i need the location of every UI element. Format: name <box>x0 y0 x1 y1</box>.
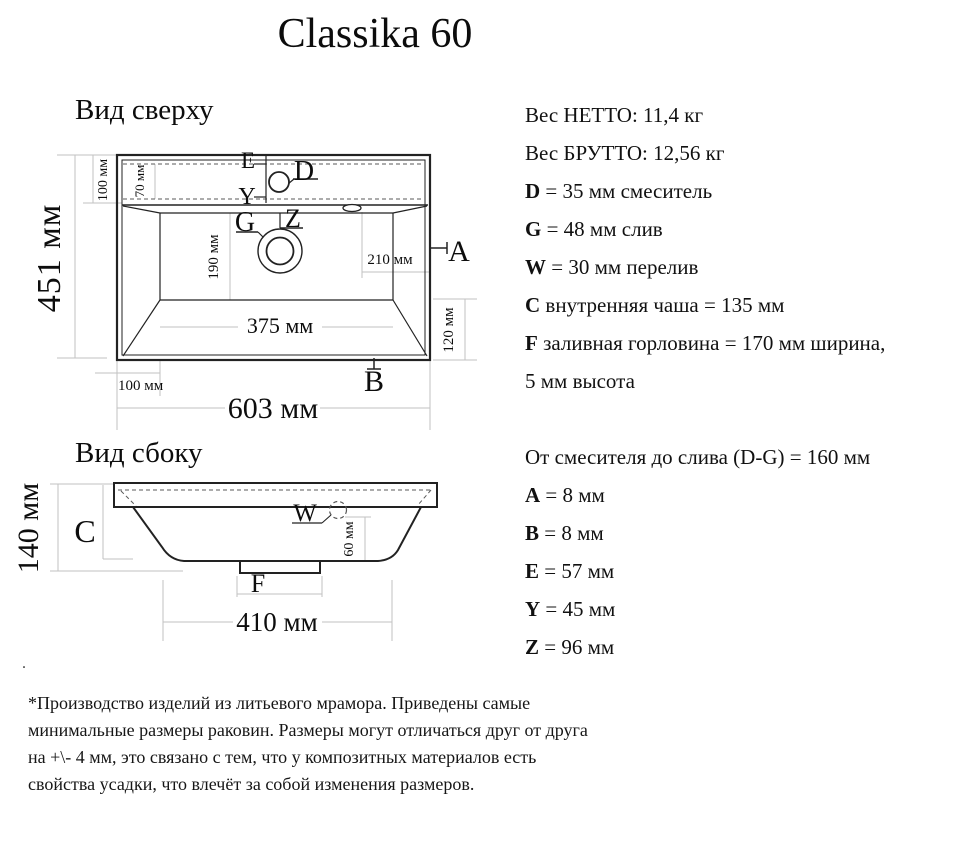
label-e: E <box>241 148 255 173</box>
top-view-dimension-lines <box>57 154 477 430</box>
dim-140: 140 мм <box>12 483 45 573</box>
dim-100-bottom: 100 мм <box>118 378 164 394</box>
dim-70: 70 мм <box>132 165 147 198</box>
side-view-texts: 140 мм C W 60 мм F 410 мм <box>12 483 357 637</box>
spec-text: = 57 мм <box>539 558 615 583</box>
spec-a: A = 8 мм <box>525 476 870 514</box>
spec-y: Y = 45 мм <box>525 590 870 628</box>
dim-451: 451 мм <box>31 204 68 313</box>
spec-dg-distance: От смесителя до слива (D-G) = 160 мм <box>525 438 870 476</box>
spec-f-neck: F заливная горловина = 170 мм ширина, <box>525 324 885 362</box>
spec-text: = 8 мм <box>539 520 604 545</box>
dim-120: 120 мм <box>441 307 457 353</box>
callout-lines <box>236 155 448 370</box>
label-g: G <box>235 207 255 238</box>
overflow-hole-side <box>328 500 348 520</box>
spec-bold-letter: C <box>525 292 541 317</box>
spec-bold-letter: F <box>525 330 538 355</box>
label-y: Y <box>238 184 255 210</box>
top-view-heading: Вид сверху <box>75 94 214 126</box>
spec-g-drain: G = 48 мм слив <box>525 210 885 248</box>
spec-bold-letter: A <box>525 482 541 507</box>
drain-fitting <box>239 561 321 574</box>
sink-outline-side <box>113 482 438 574</box>
faucet-hole <box>268 171 290 193</box>
spec-text: = 45 мм <box>540 596 616 621</box>
spec-net-weight: Вес НЕТТО: 11,4 кг <box>525 96 885 134</box>
spec-text: внутренняя чаша = 135 мм <box>540 292 785 317</box>
dim-190: 190 мм <box>206 234 222 280</box>
side-view-dimension-lines <box>50 483 393 641</box>
spec-gross-weight: Вес БРУТТО: 12,56 кг <box>525 134 885 172</box>
spec-list-top: Вес НЕТТО: 11,4 кг Вес БРУТТО: 12,56 кг … <box>525 96 885 400</box>
top-view-drawing: 451 мм 100 мм 70 мм 190 мм 210 мм 375 мм… <box>31 148 477 430</box>
spec-text: 5 мм высота <box>525 368 635 393</box>
spec-text: = 8 мм <box>540 482 605 507</box>
spec-e: E = 57 мм <box>525 552 870 590</box>
label-b: B <box>364 365 384 398</box>
spec-list-bottom: От смесителя до слива (D-G) = 160 мм A =… <box>525 438 870 666</box>
footnote: *Производство изделий из литьевого мрамо… <box>28 693 588 794</box>
spec-z: Z = 96 мм <box>525 628 870 666</box>
spec-d-mixer: D = 35 мм смеситель <box>525 172 885 210</box>
page-title: Classika 60 <box>277 11 473 57</box>
spec-text: Вес НЕТТО: 11,4 кг <box>525 102 704 127</box>
spec-f-neck-cont: 5 мм высота <box>525 362 885 400</box>
spec-text: = 35 мм смеситель <box>540 178 713 203</box>
label-c: C <box>74 513 95 549</box>
spec-text: = 48 мм слив <box>541 216 663 241</box>
drain-hole-inner <box>265 236 295 266</box>
spec-bold-letter: Z <box>525 634 540 659</box>
spec-text: От смесителя до слива (D-G) = 160 мм <box>525 444 871 469</box>
spec-bold-letter: G <box>525 216 542 241</box>
dim-210: 210 мм <box>367 252 413 268</box>
spec-bold-letter: Y <box>525 596 541 621</box>
dim-410: 410 мм <box>236 607 317 637</box>
side-view-drawing: 140 мм C W 60 мм F 410 мм <box>12 482 438 641</box>
label-w: W <box>293 500 317 527</box>
w-callout <box>292 514 332 524</box>
spec-bold-letter: B <box>525 520 540 545</box>
sink-outline-top <box>115 153 432 362</box>
spec-w-overflow: W = 30 мм перелив <box>525 248 885 286</box>
dim-375: 375 мм <box>247 313 313 338</box>
dim-100-top: 100 мм <box>96 159 111 201</box>
label-f: F <box>251 569 265 598</box>
spec-text: = 30 мм перелив <box>546 254 699 279</box>
overflow-hole <box>342 203 362 213</box>
label-d: D <box>294 156 314 187</box>
label-a: A <box>448 235 470 268</box>
dim-60: 60 мм <box>342 521 357 556</box>
spec-bold-letter: W <box>525 254 546 279</box>
label-z: Z <box>285 204 301 233</box>
stray-dot: . <box>22 655 26 672</box>
spec-text: заливная горловина = 170 мм ширина, <box>537 330 886 355</box>
side-view-heading: Вид сбоку <box>75 437 203 469</box>
drain-hole-outer <box>257 228 303 274</box>
spec-text: Вес БРУТТО: 12,56 кг <box>525 140 725 165</box>
dim-603: 603 мм <box>228 392 318 425</box>
spec-bold-letter: E <box>525 558 540 583</box>
spec-c-bowl: C внутренняя чаша = 135 мм <box>525 286 885 324</box>
top-view-texts: 451 мм 100 мм 70 мм 190 мм 210 мм 375 мм… <box>31 148 470 425</box>
spec-text: = 96 мм <box>539 634 615 659</box>
spec-b: B = 8 мм <box>525 514 870 552</box>
spec-bold-letter: D <box>525 178 541 203</box>
